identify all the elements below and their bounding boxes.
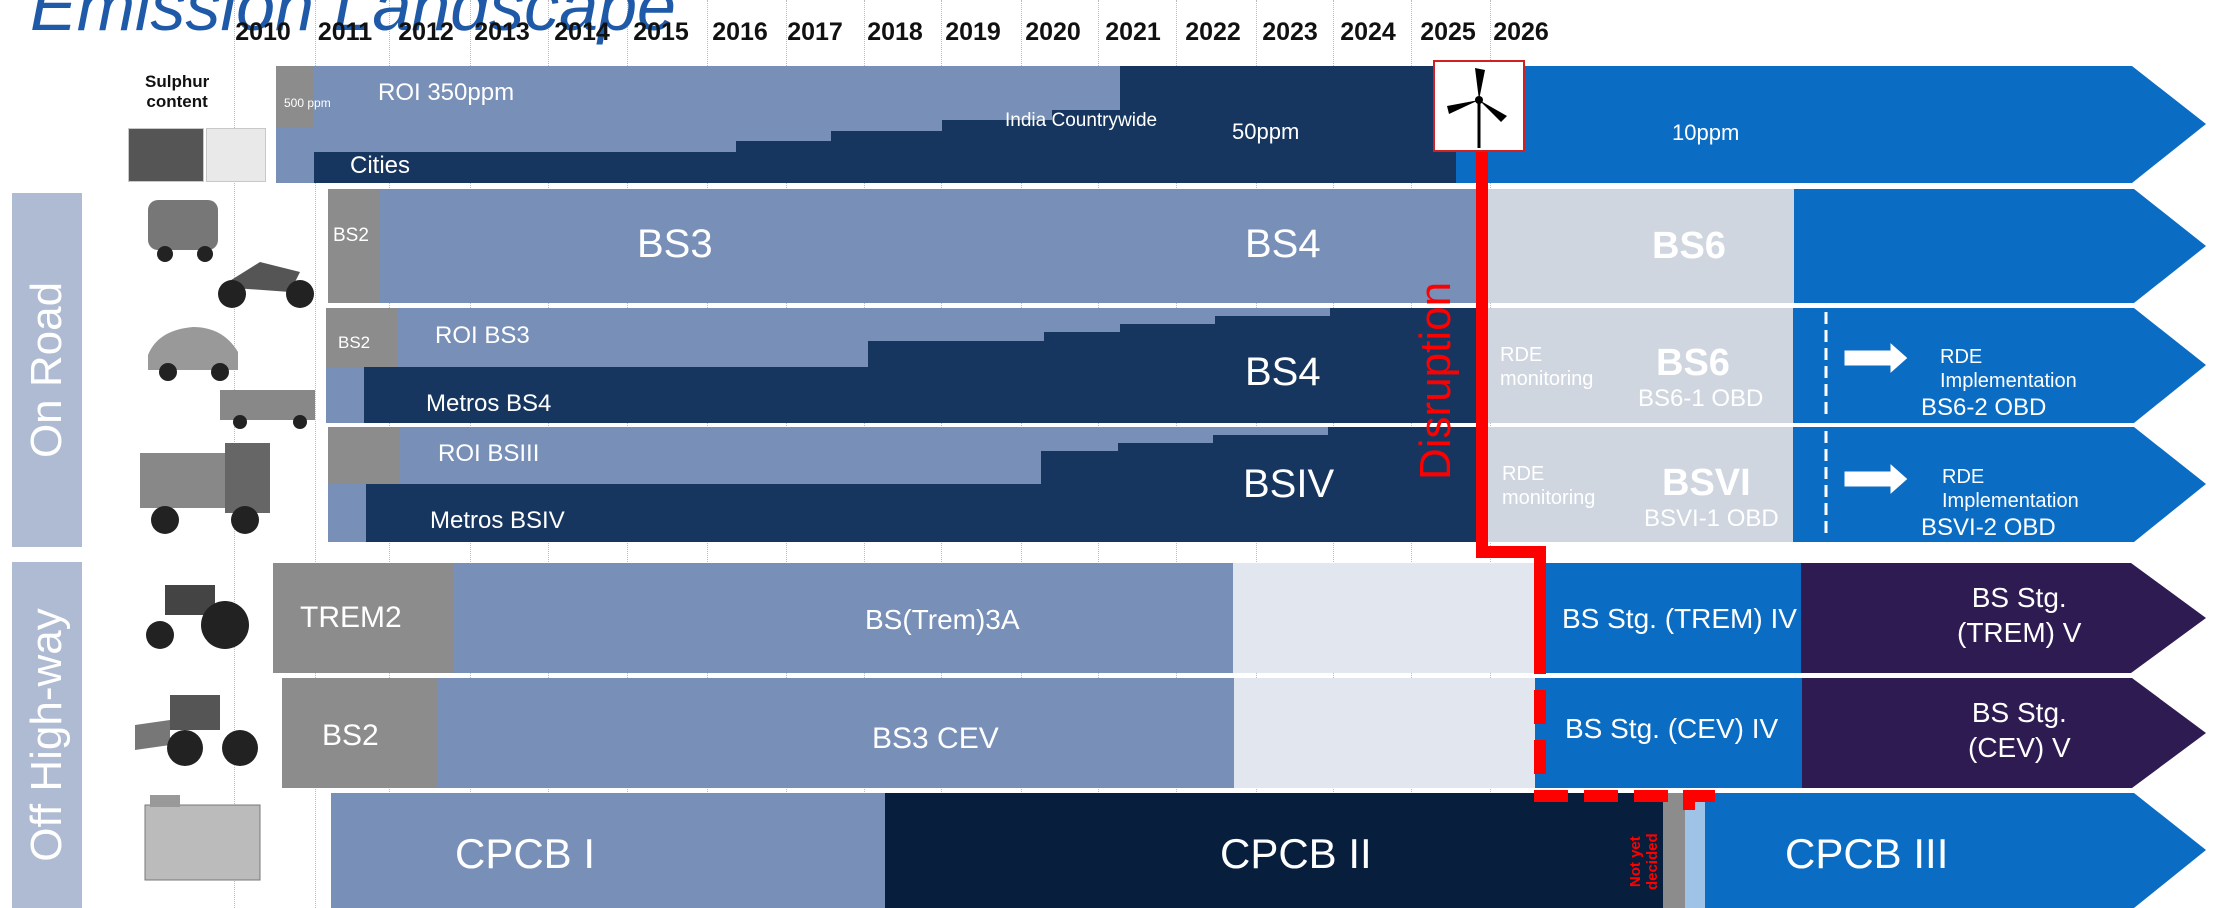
india-countrywide-label: India Countrywide [1005,110,1158,131]
diesel-pump-image [128,128,204,182]
bsvi-2-obd-label: BSVI-2 OBD [1921,514,2056,541]
bs6-label: BS6 [1656,342,1730,384]
side-label-on-road: On Road [12,193,82,547]
tractor-image [146,585,249,649]
year-label: 2021 [1105,18,1161,46]
windmill-icon [1433,60,1525,152]
year-label: 2011 [317,18,373,46]
car-truck-image [148,327,315,429]
cities-label: Cities [350,152,411,179]
bs6-2-obd-label: BS6-2 OBD [1921,394,2047,421]
year-label: 2023 [1262,18,1318,46]
year-label: 2018 [867,18,923,46]
car-bar [326,308,2206,423]
bsvi-label: BSVI [1662,462,1751,504]
two-wheeler-bar [328,189,2206,303]
cpcb2-label: CPCB II [1220,830,1372,877]
year-label: 2010 [235,18,291,46]
year-label: 2017 [787,18,843,46]
year-label: 2026 [1493,18,1549,46]
bs2-label: BS2 [333,225,369,246]
p10-label: 10ppm [1672,120,1740,145]
cpcb1-label: CPCB I [455,830,596,877]
roi-350-label: ROI 350ppm [378,79,515,106]
tractor-bar [273,563,2206,673]
bs3-label: BS3 [637,222,713,266]
year-label: 2013 [474,18,530,46]
cpcb3-label: CPCB III [1785,830,1949,877]
p50-label: 50ppm [1232,119,1300,144]
auto-rickshaw-motorcycle-image [148,200,314,308]
year-label: 2016 [712,18,768,46]
bs2-label: BS2 [322,719,379,752]
stg5-cev-label: BS Stg.(CEV) V [1968,697,2071,763]
bs2-label: BS2 [338,333,371,352]
bs3-cev-label: BS3 CEV [872,722,999,755]
disruption-line [1476,140,1715,810]
year-label: 2022 [1185,18,1241,46]
year-label: 2015 [633,18,689,46]
sulphur-bar [276,66,2206,183]
roi-bs3-label: ROI BS3 [435,322,530,349]
side-label-off-highway: Off High-way [12,562,82,908]
metros-bsiv-label: Metros BSIV [430,507,565,534]
year-label: 2024 [1340,18,1396,46]
trem2-label: TREM2 [300,601,402,634]
trem3a-label: BS(Trem)3A [865,604,1020,635]
bsiv-label: BSIV [1243,462,1335,506]
page-title: Emission Landscape [30,0,676,45]
stg4-cev-label: BS Stg. (CEV) IV [1565,713,1779,744]
s500-label: 500 ppm [284,96,331,110]
cev-bar [282,678,2206,788]
bs4-label: BS4 [1245,222,1321,266]
stg5-trem-label: BS Stg.(TREM) V [1957,582,2082,648]
year-label: 2025 [1420,18,1476,46]
bs6-label: BS6 [1652,225,1726,267]
wheel-loader-image [135,695,258,766]
metros-bs4-label: Metros BS4 [426,390,552,417]
truck-bar [328,427,2206,542]
year-label: 2012 [398,18,454,46]
fuel-nozzle-image [206,128,266,182]
bsvi-1-obd-label: BSVI-1 OBD [1644,505,1779,532]
roi-bsiii-label: ROI BSIII [438,440,540,467]
disruption-label: Disruption [1411,281,1460,480]
bs4-label: BS4 [1245,350,1321,394]
year-label: 2020 [1025,18,1081,46]
year-label: 2014 [554,18,610,46]
genset-bar [331,793,2206,908]
heavy-truck-image [140,443,270,534]
generator-image [144,795,261,881]
stg4-trem-label: BS Stg. (TREM) IV [1562,603,1797,634]
bs6-1-obd-label: BS6-1 OBD [1638,385,1764,412]
year-label: 2019 [945,18,1001,46]
